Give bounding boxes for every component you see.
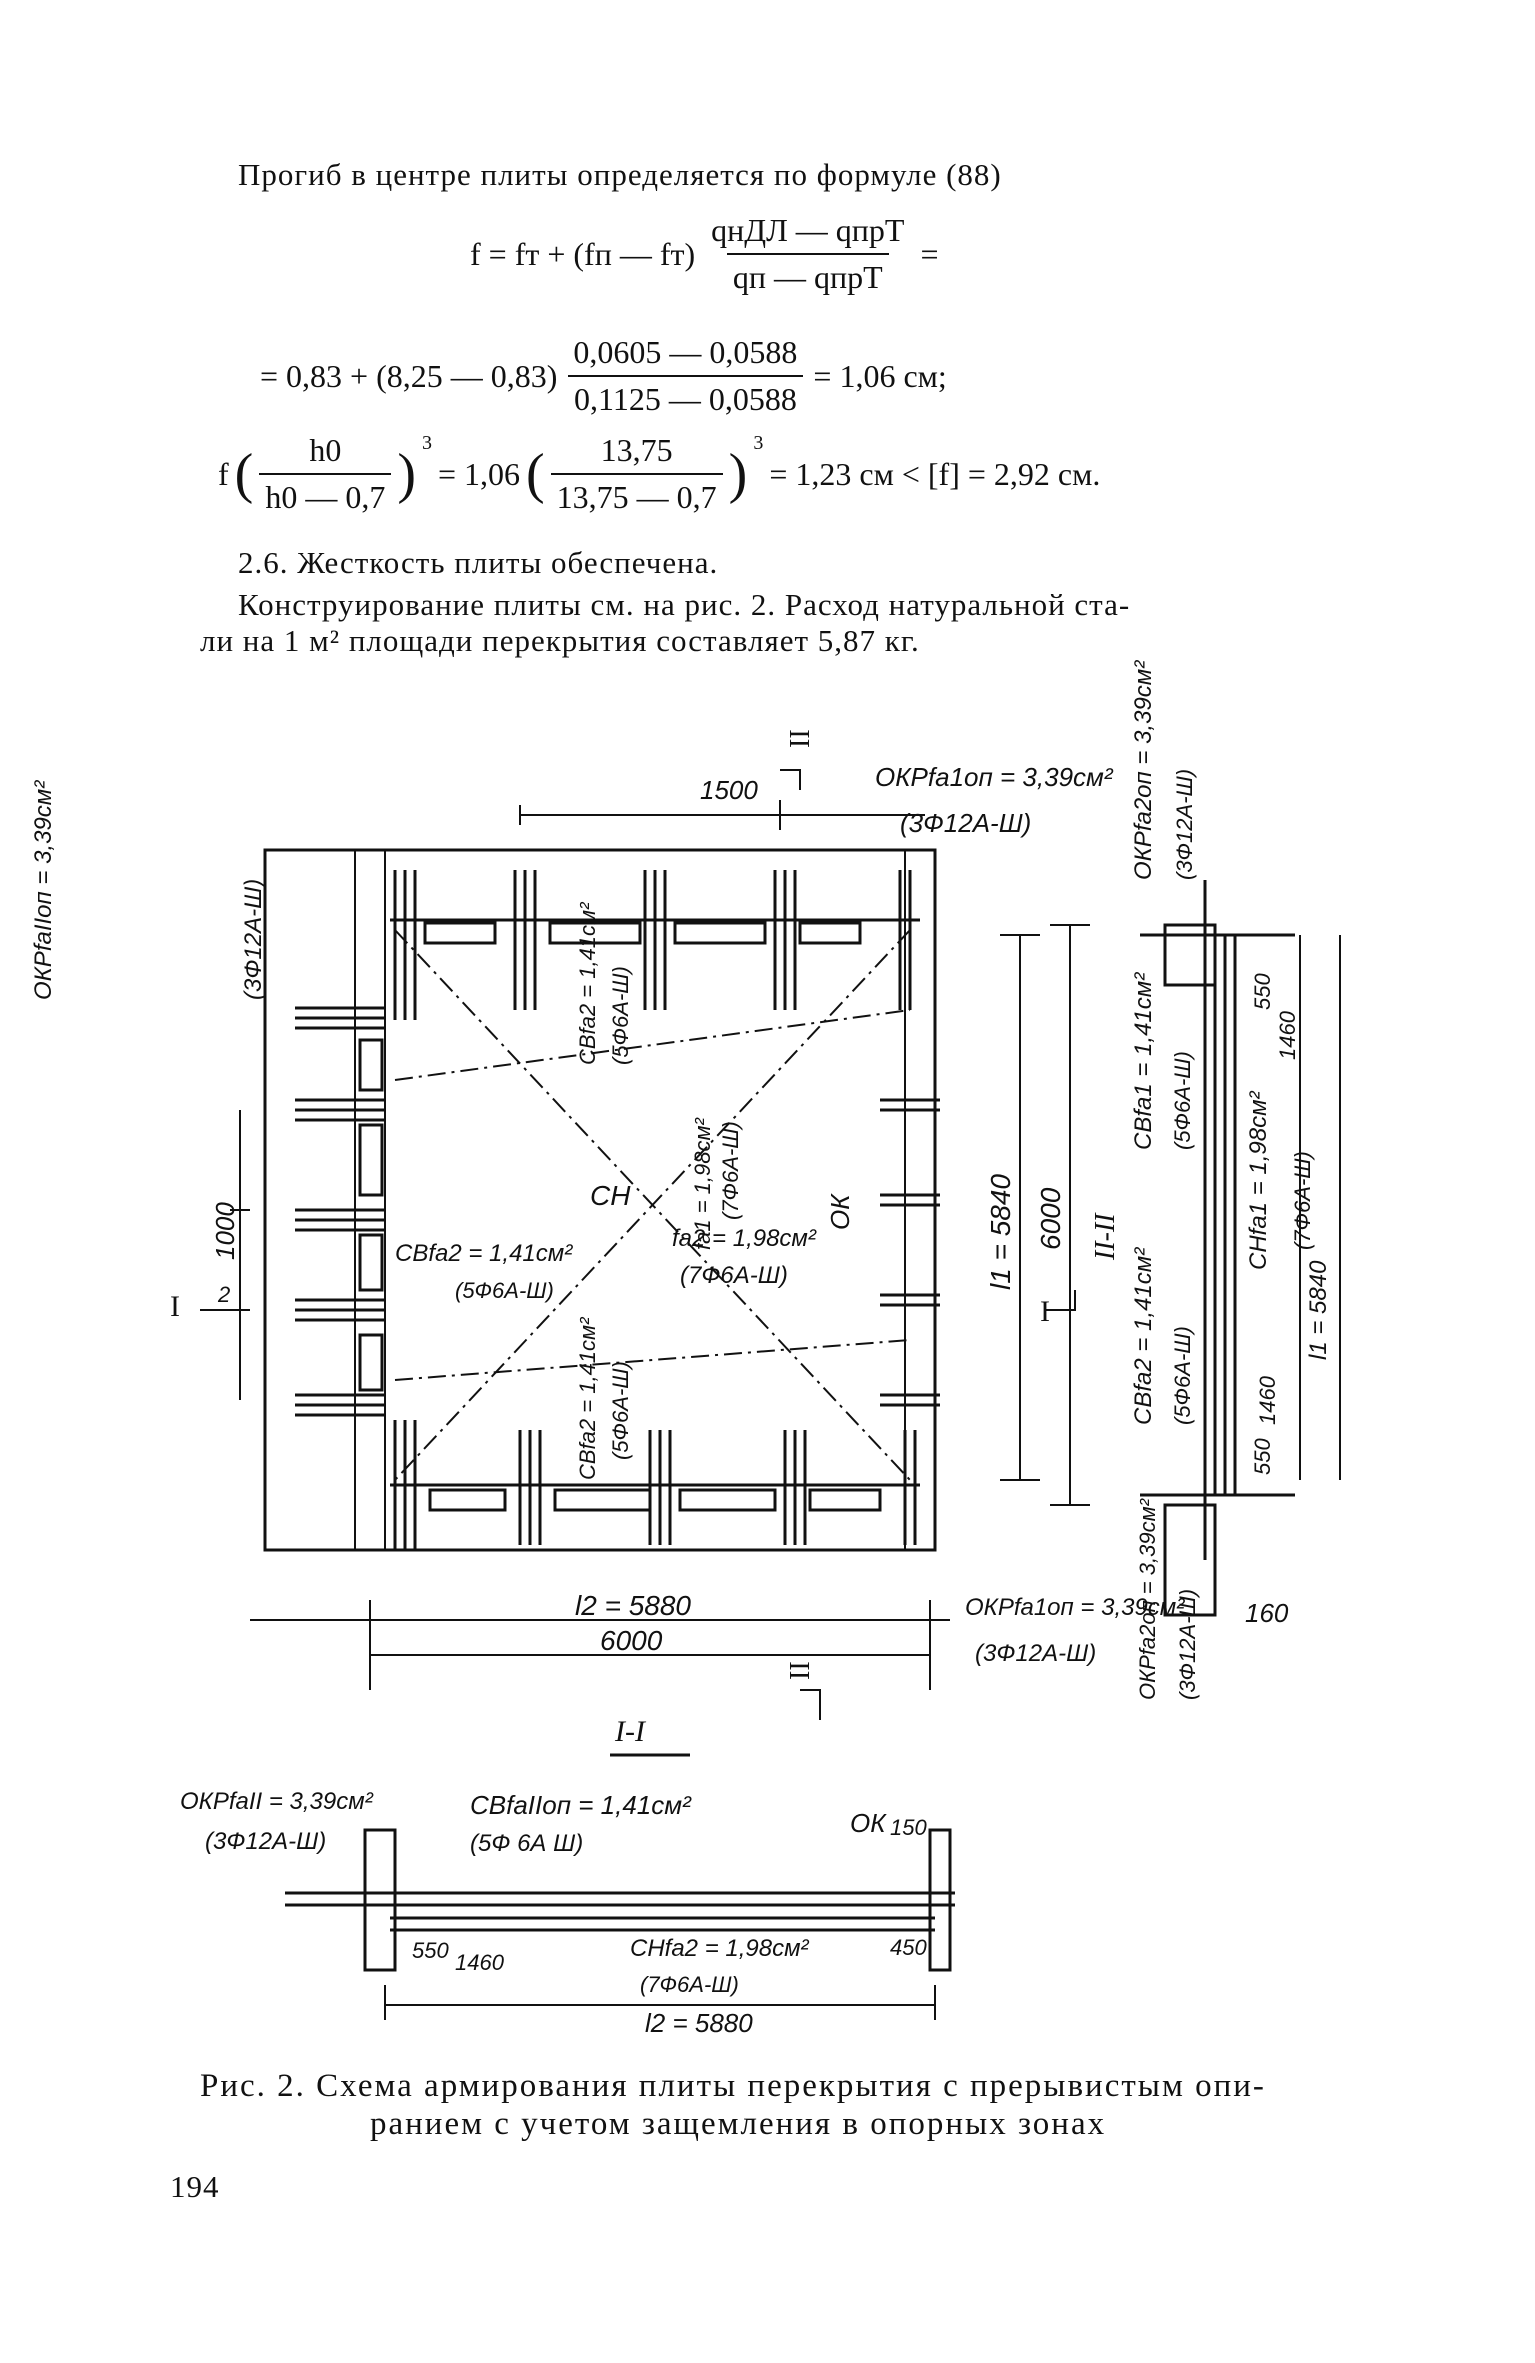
formula-3-num2: 13,75: [600, 432, 673, 468]
label-r-okp-top-bars: (3Ф12А-Ш): [1172, 768, 1197, 880]
dim-r-550-top: 550: [1250, 973, 1275, 1010]
formula-2: = 0,83 + (8,25 — 0,83) 0,0605 — 0,0588 0,…: [260, 334, 947, 418]
label-ch-mark: СН: [590, 1180, 631, 1211]
label-s-ch-bars: (7Ф6А-Ш): [640, 1972, 739, 1997]
dim-6000-vertical: 6000: [1035, 1187, 1066, 1250]
dim-s-550: 550: [412, 1938, 449, 1963]
formula-1-num: qнДЛ — qпрТ: [711, 212, 905, 248]
section-II-II-label: II-II: [1090, 1213, 1121, 1260]
label-r-ch-bars: (7Ф6А-Ш): [1290, 1151, 1315, 1250]
formula-2-den: 0,1125 — 0,0588: [568, 375, 803, 418]
label-r-cb1: СВfa1 = 1,41см²: [1130, 972, 1157, 1150]
formula-2-post: = 1,06 см;: [813, 357, 947, 394]
label-s-ch: СНfa2 = 1,98см²: [630, 1935, 809, 1962]
label-r-okp-top: ОКРfa2оп = 3,39см²: [1130, 660, 1157, 880]
label-r-ch: СНfa1 = 1,98см²: [1245, 1091, 1272, 1270]
para-design-2: ли на 1 м² площади перекрытия составляет…: [200, 623, 920, 658]
label-s-ok: ОК: [850, 1808, 886, 1838]
label-ch-fa2-bars: (7Ф6А-Ш): [680, 1262, 788, 1289]
label-okp-top-bars: (3Ф12А-Ш): [900, 808, 1032, 838]
formula-3-post: = 1,23 см < [f] = 2,92 см.: [769, 455, 1101, 492]
label-cb-top-bars: (5Ф6А-Ш): [608, 966, 633, 1065]
dim-r-1460-bottom: 1460: [1255, 1376, 1280, 1425]
dim-6000-horizontal: 6000: [600, 1625, 663, 1656]
formula-3-f: f: [218, 455, 229, 492]
label-okp-bottom-right-bars: (3Ф12А-Ш): [975, 1640, 1097, 1667]
formula-3-exp1: 3: [421, 432, 432, 454]
label-cb-left-bars: (5Ф6А-Ш): [455, 1278, 554, 1303]
label-cb-bottom: СВfa2 = 1,41см²: [575, 1317, 600, 1480]
formula-1-lhs: f = fт + (fп — fт): [470, 235, 696, 272]
dim-1500: 1500: [700, 775, 758, 805]
label-s-okp-bars: (3Ф12А-Ш): [205, 1828, 327, 1855]
label-cb-bottom-bars: (5Ф6А-Ш): [608, 1361, 633, 1460]
formula-1-eq: =: [920, 235, 939, 272]
label-okp-left-bars: (3Ф12А-Ш): [240, 878, 267, 1000]
formula-3-num1: h0: [309, 432, 342, 468]
dim-l1: l1 = 5840: [985, 1174, 1016, 1290]
formula-1-den: qп — qпрТ: [726, 253, 889, 296]
formula-2-num: 0,0605 — 0,0588: [573, 334, 798, 370]
section-mark-I-left: I: [170, 1290, 180, 1323]
section-I-I-title: I-I: [615, 1715, 645, 1748]
label-s-okp: ОКРfaII = 3,39см²: [180, 1788, 373, 1815]
section-mark-II-top: II: [785, 729, 816, 748]
label-s-cb-bars: (5Ф 6А Ш): [470, 1830, 584, 1857]
section-mark-II-bottom: II: [785, 1661, 816, 1680]
section-mark-2: 2: [218, 1282, 231, 1307]
dim-1000: 1000: [210, 1202, 240, 1260]
label-r-okp-bottom-bars: (3Ф12А-Ш): [1175, 1588, 1200, 1700]
dim-s-150: 150: [890, 1815, 927, 1840]
dim-s-l2: l2 = 5880: [645, 2008, 753, 2038]
dim-s-450: 450: [890, 1935, 927, 1960]
label-cb-left: СВfa2 = 1,41см²: [395, 1240, 573, 1267]
label-r-cb2: СВfa2 = 1,41см²: [1130, 1247, 1157, 1425]
dim-r-160: 160: [1245, 1598, 1289, 1628]
label-r-cb2-bars: (5Ф6А-Ш): [1170, 1326, 1195, 1425]
label-ok-mark: ОК: [825, 1194, 855, 1230]
dim-r-l1: l1 = 5840: [1305, 1260, 1332, 1360]
intro-line: Прогиб в центре плиты определяется по фо…: [238, 157, 1002, 192]
figure-caption-line-2: ранием с учетом защемления в опорных зон…: [370, 2106, 1107, 2142]
label-s-cb: СВfaIIоп = 1,41см²: [470, 1790, 691, 1820]
label-okp-bottom-right: ОКРfa1оп = 3,39см²: [965, 1594, 1185, 1621]
label-r-okp-bottom: ОКРfa2оп = 3,39см²: [1135, 1499, 1160, 1700]
label-okp-left: ОКРfaIIоп = 3,39см²: [30, 780, 57, 1000]
label-ch-fa2: fa2 = 1,98см²: [672, 1225, 816, 1252]
formula-3-den2: 13,75 — 0,7: [550, 473, 723, 516]
label-ch-fa1-bars: (7Ф6А-Ш): [718, 1121, 743, 1220]
section-mark-I-right: I: [1040, 1295, 1050, 1328]
formula-2-pre: = 0,83 + (8,25 — 0,83): [260, 357, 558, 394]
para-stiffness: 2.6. Жесткость плиты обеспечена.: [238, 545, 719, 580]
formula-3-exp2: 3: [753, 432, 764, 454]
para-design-1: Конструирование плиты см. на рис. 2. Рас…: [238, 587, 1131, 622]
label-okp-top: ОКРfa1оп = 3,39см²: [875, 762, 1113, 792]
page-number: 194: [170, 2169, 220, 2204]
dim-l2: l2 = 5880: [575, 1590, 691, 1621]
formula-3-den1: h0 — 0,7: [259, 473, 392, 516]
label-r-cb1-bars: (5Ф6А-Ш): [1170, 1051, 1195, 1150]
dim-r-550-bottom: 550: [1250, 1438, 1275, 1475]
dim-r-1460-top: 1460: [1275, 1011, 1300, 1060]
dim-s-1460: 1460: [455, 1950, 504, 1975]
formula-3-mid: = 1,06: [437, 455, 521, 492]
label-cb-top: СВfa2 = 1,41см²: [575, 902, 600, 1065]
figure-caption-line-1: Рис. 2. Схема армирования плиты перекрыт…: [200, 2068, 1266, 2104]
